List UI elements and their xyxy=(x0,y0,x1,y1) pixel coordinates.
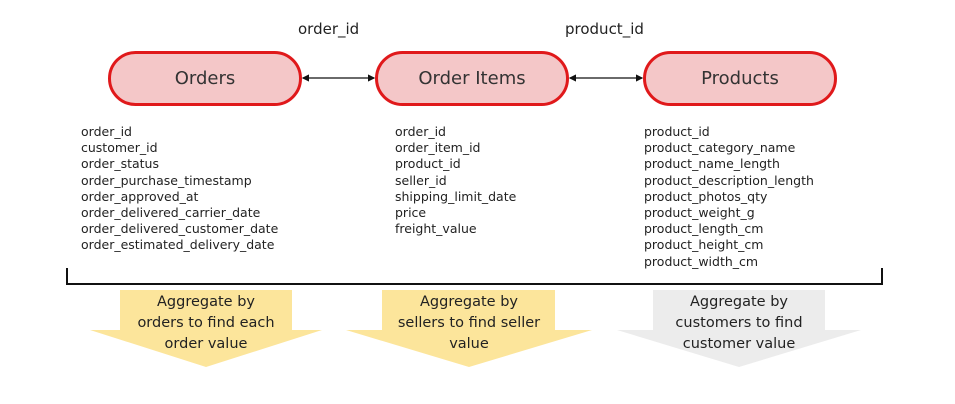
aggregate-line: value xyxy=(449,336,489,352)
field-item: order_id xyxy=(395,124,446,139)
field-item: product_photos_qty xyxy=(644,188,768,204)
field-item: product_weight_g xyxy=(644,205,755,221)
join-key-order-id: order_id xyxy=(298,20,360,38)
field-item: product_id xyxy=(644,124,710,139)
field-item: product_height_cm xyxy=(644,237,764,253)
field-item: order_id xyxy=(81,124,132,139)
field-item: freight_value xyxy=(395,221,477,237)
order-items-field-list: order_id order_item_id product_id seller… xyxy=(395,124,516,237)
aggregate-line: order value xyxy=(164,336,248,352)
aggregate-arrow-customers xyxy=(617,290,861,367)
grouping-bracket xyxy=(66,268,883,285)
aggregate-text-orders: Aggregate by orders to find each order v… xyxy=(106,292,306,355)
entity-orders: Orders xyxy=(108,51,302,106)
field-item: order_estimated_delivery_date xyxy=(81,237,275,253)
field-item: customer_id xyxy=(81,140,158,156)
field-item: seller_id xyxy=(395,172,447,188)
field-item: price xyxy=(395,205,427,221)
aggregate-line: Aggregate by xyxy=(157,294,255,310)
field-item: product_category_name xyxy=(644,140,796,156)
aggregate-line: customers to find xyxy=(675,315,803,331)
field-item: product_description_length xyxy=(644,172,814,188)
field-item: product_name_length xyxy=(644,156,780,172)
aggregate-text-customers: Aggregate by customers to find customer … xyxy=(639,292,839,355)
field-item: order_delivered_customer_date xyxy=(81,221,279,237)
aggregate-line: orders to find each xyxy=(137,315,275,331)
entity-products: Products xyxy=(643,51,837,106)
field-item: product_id xyxy=(395,156,461,172)
field-item: order_delivered_carrier_date xyxy=(81,205,261,221)
aggregate-line: Aggregate by xyxy=(420,294,518,310)
aggregate-arrow-sellers xyxy=(346,290,592,367)
field-item: shipping_limit_date xyxy=(395,188,517,204)
aggregate-arrow-orders xyxy=(90,290,322,367)
aggregate-line: Aggregate by xyxy=(690,294,788,310)
aggregate-line: sellers to find seller xyxy=(397,315,541,331)
field-item: order_purchase_timestamp xyxy=(81,172,252,188)
join-key-product-id: product_id xyxy=(565,20,644,38)
aggregate-line: customer value xyxy=(682,336,796,352)
field-item: order_item_id xyxy=(395,140,481,156)
products-field-list: product_id product_category_name product… xyxy=(644,124,814,270)
aggregate-text-sellers: Aggregate by sellers to find seller valu… xyxy=(369,292,569,355)
orders-field-list: order_id customer_id order_status order_… xyxy=(81,124,278,254)
field-item: order_status xyxy=(81,156,159,172)
field-item: product_length_cm xyxy=(644,221,764,237)
field-item: order_approved_at xyxy=(81,188,199,204)
entity-order-items: Order Items xyxy=(375,51,569,106)
field-item: product_width_cm xyxy=(644,253,759,269)
